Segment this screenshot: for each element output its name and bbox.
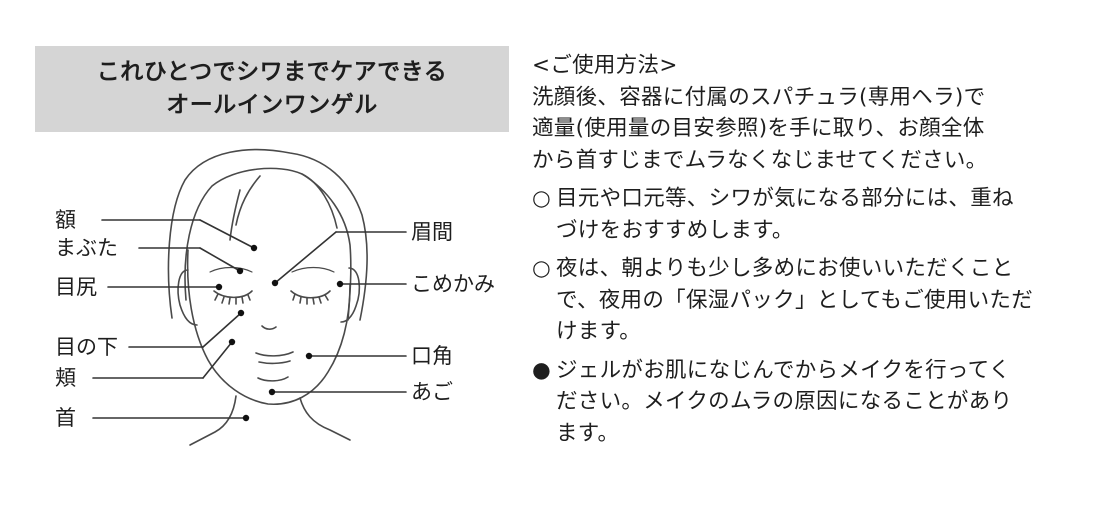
- left-ear: [177, 269, 198, 326]
- label-glabella: 眉間: [411, 220, 453, 244]
- usage-intro-line: 洗顔後、容器に付属のスパチュラ(専用ヘラ)で: [532, 84, 986, 110]
- hair-outline: [167, 148, 368, 321]
- note-line: づけをおすすめします。: [556, 217, 794, 243]
- right-ear: [340, 267, 361, 323]
- hairline: [184, 167, 338, 301]
- usage-intro-line: から首すじまでムラなくなじませてください。: [532, 147, 988, 173]
- note-line: ジェルがお肌になじんでからメイクを行ってく: [556, 357, 1011, 383]
- left-eye: [213, 290, 253, 299]
- filled-circle-bullet-icon: ●: [532, 357, 552, 383]
- right-eye: [290, 290, 331, 299]
- note-line: ださい。メイクのムラの原因になることがあり: [556, 389, 1013, 414]
- usage-intro: 洗顔後、容器に付属のスパチュラ(専用ヘラ)で 適量(使用量の目安参照)を手に取り…: [532, 82, 1077, 177]
- right-eyebrow: [291, 266, 335, 273]
- face-diagram: [92, 148, 407, 446]
- usage-note-1: ○ 目元や口元等、シワが気になる部分には、重ね づけをおすすめします。: [532, 183, 1077, 246]
- headline-line-1: これひとつでシワまでケアできる: [96, 59, 448, 85]
- note-line: で、夜用の「保湿パック」としてもご使用いただ: [556, 287, 1034, 313]
- usage-heading: <ご使用方法>: [532, 53, 678, 78]
- usage-note-2: ○ 夜は、朝よりも少し多めにお使いいただくこと で、夜用の「保湿パック」としても…: [532, 253, 1077, 348]
- neck-right: [299, 397, 351, 441]
- label-eyelid: まぶた: [55, 236, 118, 260]
- label-forehead: 額: [55, 208, 76, 232]
- nose: [261, 325, 277, 330]
- product-headline-box: これひとつでシワまでケアできる オールインワンゲル: [35, 46, 509, 132]
- circle-bullet-icon: ○: [532, 256, 552, 281]
- usage-intro-line: 適量(使用量の目安参照)を手に取り、お顔全体: [532, 116, 985, 141]
- left-eyebrow: [209, 266, 253, 273]
- label-under-eye: 目の下: [55, 335, 118, 359]
- usage-note-3: ● ジェルがお肌になじんでからメイクを行ってく ださい。メイクのムラの原因になる…: [532, 355, 1077, 450]
- usage-instructions: <ご使用方法> 洗顔後、容器に付属のスパチュラ(専用ヘラ)で 適量(使用量の目安…: [532, 50, 1077, 456]
- chin: [257, 376, 289, 382]
- neck-left: [189, 395, 237, 446]
- label-cheek: 頬: [55, 366, 76, 390]
- circle-bullet-icon: ○: [532, 186, 552, 211]
- face-outline: [186, 249, 351, 405]
- note-line: けます。: [556, 319, 642, 344]
- note-line: 目元や口元等、シワが気になる部分には、重ね: [556, 186, 1014, 211]
- label-mouth-corner: 口角: [411, 344, 453, 368]
- headline-line-2: オールインワンゲル: [166, 92, 378, 118]
- mouth: [255, 351, 294, 357]
- note-line: 夜は、朝よりも少し多めにお使いいただくこと: [556, 256, 1014, 281]
- label-outer-eye: 目尻: [55, 275, 97, 299]
- note-line: ます。: [556, 420, 620, 446]
- label-temple: こめかみ: [411, 272, 495, 296]
- label-neck: 首: [55, 406, 76, 430]
- label-jaw: あご: [411, 380, 453, 404]
